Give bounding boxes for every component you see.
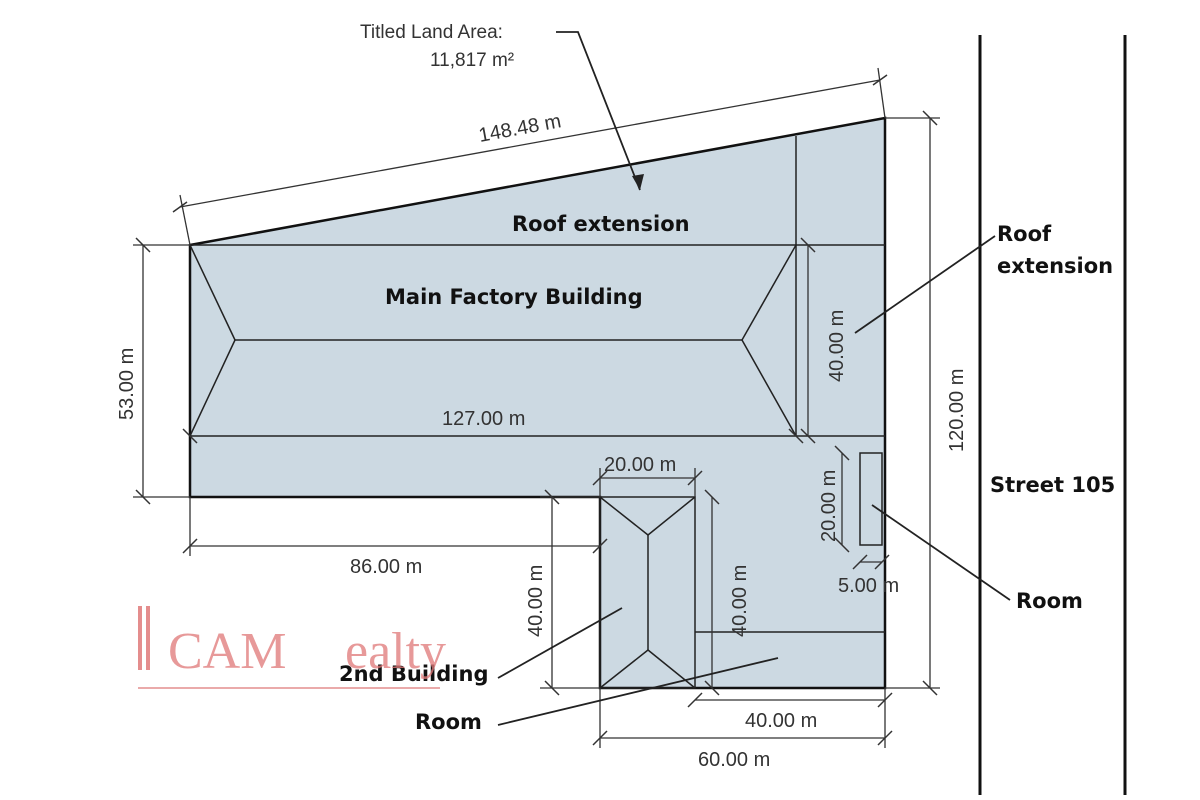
dimension-main-width: 127.00 m bbox=[182, 408, 804, 444]
dimension-right-inner-height: 40.00 m bbox=[800, 237, 848, 444]
dimension-bottom-left-width-label: 86.00 m bbox=[350, 556, 422, 578]
watermark-brand-left: CAM bbox=[168, 623, 286, 680]
label-roof-extension-top: Roof extension bbox=[512, 212, 690, 236]
dimension-room-height-label: 20.00 m bbox=[818, 470, 840, 542]
label-roof-extension-right-line2: extension bbox=[997, 254, 1113, 278]
titled-land-area-label: Titled Land Area: bbox=[360, 22, 503, 43]
dimension-room-width: 5.00 m bbox=[838, 554, 899, 597]
small-room-outline bbox=[859, 452, 883, 546]
dimension-bottom-right-width: 40.00 m bbox=[687, 692, 893, 732]
dimension-second-building-height-right: 40.00 m bbox=[704, 489, 751, 696]
label-room-right: Room bbox=[1016, 589, 1083, 613]
dimension-left-height: 53.00 m bbox=[116, 237, 190, 505]
dimension-right-total-height-label: 120.00 m bbox=[946, 369, 968, 452]
titled-land-area-value: 11,817 m² bbox=[430, 50, 514, 71]
label-second-building: 2nd Building bbox=[339, 662, 488, 686]
dimension-bottom-right-width-label: 40.00 m bbox=[745, 710, 817, 732]
dimension-bottom-total-width-label: 60.00 m bbox=[698, 749, 770, 771]
dimension-bottom-left-width: 86.00 m bbox=[182, 497, 608, 578]
dimension-room-height: 20.00 m bbox=[818, 445, 850, 553]
dimension-top-diagonal-label: 148.48 m bbox=[477, 110, 563, 147]
dimension-second-building-height-left: 40.00 m bbox=[525, 489, 600, 696]
leader-lines bbox=[497, 31, 1011, 726]
second-building-roof bbox=[599, 496, 696, 689]
dimension-right-inner-height-label: 40.00 m bbox=[826, 310, 848, 382]
label-street: Street 105 bbox=[990, 473, 1115, 497]
label-main-factory-building: Main Factory Building bbox=[385, 285, 643, 309]
main-hip-roof bbox=[189, 244, 797, 437]
watermark-brand-right: ealty bbox=[345, 623, 446, 680]
dimension-bottom-total-width: 60.00 m bbox=[592, 688, 893, 771]
second-building-outline bbox=[599, 496, 696, 689]
dimension-second-building-height-right-label: 40.00 m bbox=[729, 565, 751, 637]
dimension-second-building-width-label: 20.00 m bbox=[604, 454, 676, 476]
dimension-second-building-height-left-label: 40.00 m bbox=[525, 565, 547, 637]
dimension-main-width-label: 127.00 m bbox=[442, 408, 525, 430]
label-roof-extension-right-line1: Roof bbox=[997, 222, 1052, 246]
label-room-bottom: Room bbox=[415, 710, 482, 734]
dimension-left-height-label: 53.00 m bbox=[116, 348, 138, 420]
dimension-room-width-label: 5.00 m bbox=[838, 575, 899, 597]
dimension-right-total-height: 120.00 m bbox=[885, 110, 968, 696]
dimension-second-building-width: 20.00 m bbox=[592, 454, 703, 497]
watermark: CAM ealty bbox=[138, 606, 446, 689]
